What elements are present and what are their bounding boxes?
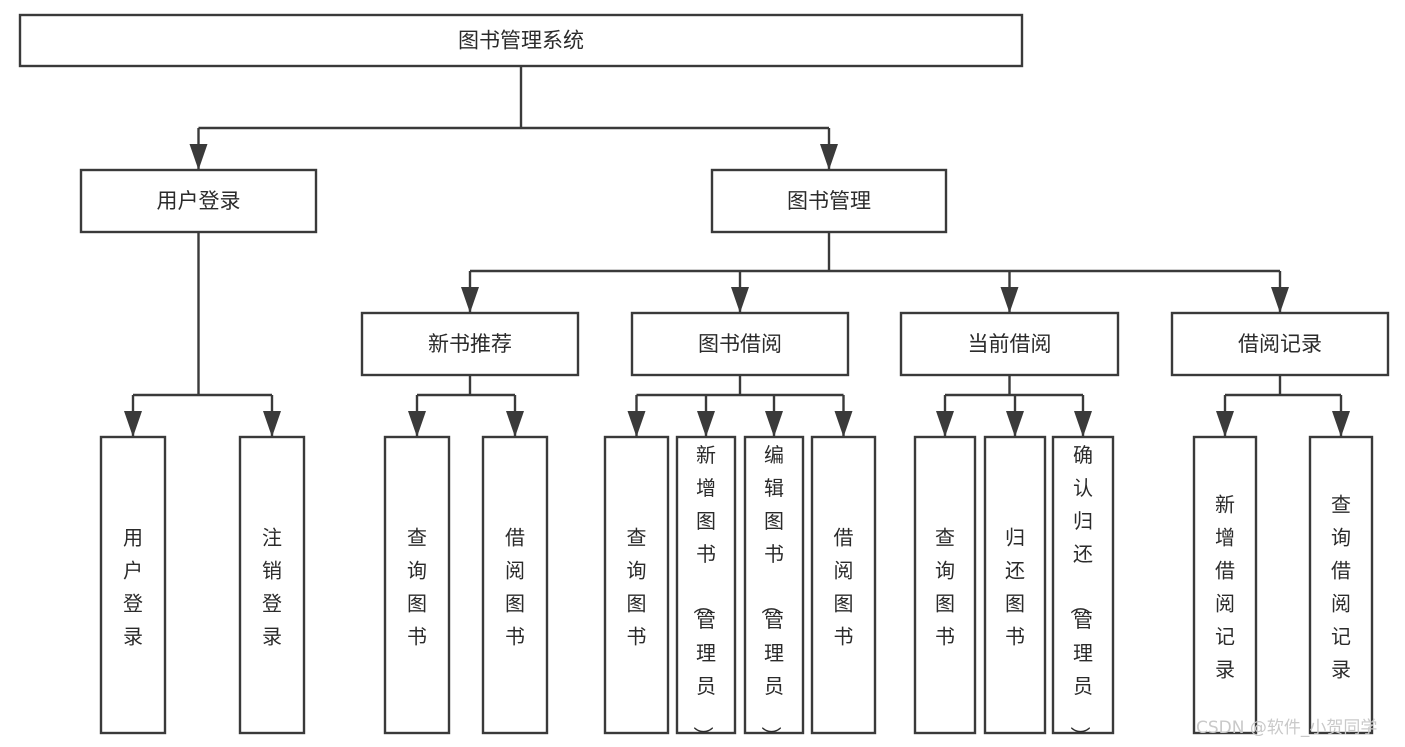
node-leaf-query-book-current[interactable]: 查询图书 — [913, 435, 977, 735]
node-label-current-borrow: 当前借阅 — [968, 332, 1052, 356]
arrow-head-icon — [263, 411, 281, 437]
arrow-head-icon — [1000, 287, 1019, 313]
edge-group-borrow-record — [1216, 375, 1350, 437]
node-label-new-book-recommend: 新书推荐 — [428, 332, 512, 356]
edges-layer — [124, 66, 1350, 437]
node-label-leaf-query-book: 查询图书 — [627, 526, 647, 649]
node-leaf-return-book[interactable]: 归还图书 — [983, 435, 1047, 735]
edge-group-current-borrow — [936, 375, 1092, 437]
edge-group-root — [189, 66, 838, 170]
node-leaf-borrow-book[interactable]: 借阅图书 — [810, 435, 877, 735]
node-borrow-record[interactable]: 借阅记录 — [1170, 311, 1390, 377]
node-box-borrow-record[interactable] — [1170, 311, 1390, 377]
node-book-borrow[interactable]: 图书借阅 — [630, 311, 850, 377]
arrow-head-icon — [936, 411, 954, 437]
node-label-leaf-add-borrow-record: 新增借阅记录 — [1215, 493, 1235, 682]
node-label-leaf-user-login: 用户登录 — [123, 526, 143, 649]
arrow-head-icon — [1074, 411, 1092, 437]
node-box-leaf-logout-login[interactable] — [238, 435, 306, 735]
node-box-book-borrow[interactable] — [630, 311, 850, 377]
node-label-book-management: 图书管理 — [787, 189, 871, 213]
node-box-leaf-borrow-book-recommend[interactable] — [481, 435, 549, 735]
node-box-leaf-add-book-admin[interactable] — [675, 435, 737, 735]
node-leaf-add-borrow-record[interactable]: 新增借阅记录 — [1192, 435, 1258, 735]
edge-group-new-book-recommend — [408, 375, 524, 437]
node-root[interactable]: 图书管理系统 — [18, 13, 1024, 68]
edge-group-user-login — [124, 232, 281, 437]
node-leaf-add-book-admin[interactable]: 新增图书（管理员） — [675, 435, 737, 746]
node-label-leaf-logout-login: 注销登录 — [262, 526, 282, 649]
node-label-user-login: 用户登录 — [157, 189, 241, 213]
node-box-leaf-query-borrow-record[interactable] — [1308, 435, 1374, 735]
arrow-head-icon — [189, 144, 208, 170]
arrow-head-icon — [124, 411, 142, 437]
arrow-head-icon — [1006, 411, 1024, 437]
node-leaf-user-login[interactable]: 用户登录 — [99, 435, 167, 735]
node-box-leaf-query-book[interactable] — [603, 435, 670, 735]
arrow-head-icon — [731, 287, 749, 313]
arrow-head-icon — [820, 144, 838, 170]
arrow-head-icon — [765, 411, 783, 437]
node-label-leaf-add-book-admin: 新增图书（管理员） — [691, 443, 716, 746]
nodes-layer: 图书管理系统用户登录图书管理新书推荐图书借阅当前借阅借阅记录用户登录注销登录查询… — [18, 13, 1390, 746]
edge-group-book-borrow — [627, 375, 853, 437]
node-label-leaf-query-book-current: 查询图书 — [935, 526, 955, 649]
node-box-leaf-query-book-recommend[interactable] — [383, 435, 451, 735]
arrow-head-icon — [408, 411, 426, 437]
node-label-leaf-borrow-book: 借阅图书 — [834, 526, 854, 649]
node-label-leaf-confirm-return-admin: 确认归还（管理员） — [1068, 443, 1093, 746]
arrow-head-icon — [461, 287, 479, 313]
node-label-leaf-query-borrow-record: 查询借阅记录 — [1331, 493, 1351, 682]
node-box-current-borrow[interactable] — [899, 311, 1120, 377]
arrow-head-icon — [1332, 411, 1350, 437]
node-label-leaf-return-book: 归还图书 — [1005, 526, 1025, 649]
arrow-head-icon — [834, 411, 853, 437]
node-leaf-query-book-recommend[interactable]: 查询图书 — [383, 435, 451, 735]
node-box-leaf-add-borrow-record[interactable] — [1192, 435, 1258, 735]
csdn-watermark: CSDN @软件_小贺同学 — [1196, 718, 1377, 738]
node-leaf-confirm-return-admin[interactable]: 确认归还（管理员） — [1051, 435, 1115, 746]
node-leaf-edit-book-admin[interactable]: 编辑图书（管理员） — [743, 435, 805, 746]
node-box-leaf-user-login[interactable] — [99, 435, 167, 735]
node-box-leaf-borrow-book[interactable] — [810, 435, 877, 735]
node-label-book-borrow: 图书借阅 — [698, 332, 782, 356]
node-leaf-query-borrow-record[interactable]: 查询借阅记录 — [1308, 435, 1374, 735]
node-leaf-logout-login[interactable]: 注销登录 — [238, 435, 306, 735]
node-new-book-recommend[interactable]: 新书推荐 — [360, 311, 580, 377]
node-user-login[interactable]: 用户登录 — [79, 168, 318, 234]
node-current-borrow[interactable]: 当前借阅 — [899, 311, 1120, 377]
arrow-head-icon — [627, 411, 646, 437]
node-box-user-login[interactable] — [79, 168, 318, 234]
node-label-leaf-edit-book-admin: 编辑图书（管理员） — [759, 443, 784, 746]
arrow-head-icon — [1216, 411, 1234, 437]
arrow-head-icon — [1271, 287, 1289, 313]
node-box-new-book-recommend[interactable] — [360, 311, 580, 377]
node-book-management[interactable]: 图书管理 — [710, 168, 948, 234]
arrow-head-icon — [506, 411, 524, 437]
node-box-leaf-confirm-return-admin[interactable] — [1051, 435, 1115, 735]
node-box-leaf-edit-book-admin[interactable] — [743, 435, 805, 735]
node-box-root[interactable] — [18, 13, 1024, 68]
node-box-book-management[interactable] — [710, 168, 948, 234]
node-box-leaf-query-book-current[interactable] — [913, 435, 977, 735]
node-box-leaf-return-book[interactable] — [983, 435, 1047, 735]
node-label-leaf-borrow-book-recommend: 借阅图书 — [505, 526, 525, 649]
node-label-borrow-record: 借阅记录 — [1238, 332, 1322, 356]
node-label-leaf-query-book-recommend: 查询图书 — [407, 526, 427, 649]
edge-group-book-management — [461, 232, 1289, 313]
arrow-head-icon — [697, 411, 715, 437]
node-label-root: 图书管理系统 — [458, 29, 584, 53]
node-leaf-borrow-book-recommend[interactable]: 借阅图书 — [481, 435, 549, 735]
node-leaf-query-book[interactable]: 查询图书 — [603, 435, 670, 735]
